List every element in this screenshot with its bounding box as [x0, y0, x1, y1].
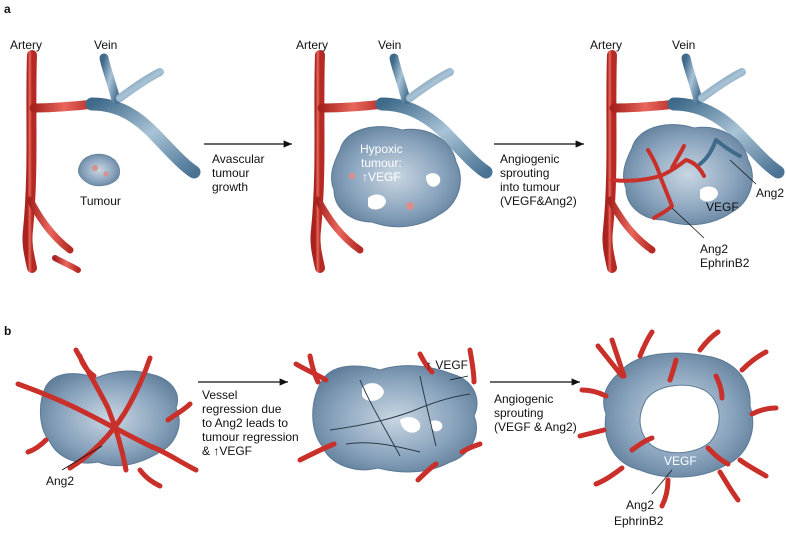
artery-branch	[30, 200, 70, 250]
vegf-label: ↑ VEGF	[426, 358, 468, 372]
b-stage1	[18, 350, 196, 486]
panel-b-letter: b	[4, 324, 11, 338]
tumour-label: Tumour	[80, 194, 121, 208]
tumour-spot	[104, 172, 109, 177]
arrow-a1-caption: Avascular tumour growth	[212, 152, 264, 194]
artery-label: Artery	[10, 38, 42, 52]
tumour-spot	[92, 165, 98, 171]
vein-label: Vein	[378, 38, 401, 52]
vegf-label: VEGF	[664, 454, 697, 468]
ang2-label: Ang2	[626, 498, 654, 512]
vein-branch	[686, 58, 698, 100]
b-stage3	[580, 332, 776, 506]
arrow-b1-caption: Vessel regression due to Ang2 leads to t…	[202, 388, 299, 458]
vein-branch	[394, 58, 406, 100]
vein-branch	[104, 58, 116, 100]
tumour-spot	[349, 173, 355, 179]
tumour-spot	[406, 202, 414, 210]
panel-a-letter: a	[4, 2, 11, 16]
vein-branch	[120, 72, 160, 98]
hypoxic-tumour-label: Hypoxic tumour: ↑VEGF	[360, 142, 403, 184]
a-stage3	[607, 55, 778, 268]
artery-vessel	[315, 55, 320, 268]
ang2-ephrinb2-label: Ang2 EphrinB2	[700, 242, 749, 270]
ang2-label: Ang2	[46, 474, 74, 488]
artery-branch	[55, 258, 78, 270]
a-stage1	[27, 55, 194, 270]
vegf-label: VEGF	[706, 200, 739, 214]
artery-vessel	[607, 55, 612, 268]
ephrinb2-label: EphrinB2	[614, 514, 663, 528]
tumour-recovering	[313, 366, 477, 472]
vein-branch	[702, 72, 742, 98]
arrow-b2-caption: Angiogenic sprouting (VEGF & Ang2)	[494, 392, 577, 434]
small-tumour	[78, 154, 119, 185]
vein-label: Vein	[672, 38, 695, 52]
artery-label: Artery	[590, 38, 622, 52]
vein-branch	[410, 72, 450, 98]
arrow-a2-caption: Angiogenic sprouting into tumour (VEGF&A…	[500, 152, 577, 208]
artery-vessel	[27, 55, 32, 268]
artery-label: Artery	[296, 38, 328, 52]
ang2-label: Ang2	[756, 186, 784, 200]
vein-label: Vein	[94, 38, 117, 52]
